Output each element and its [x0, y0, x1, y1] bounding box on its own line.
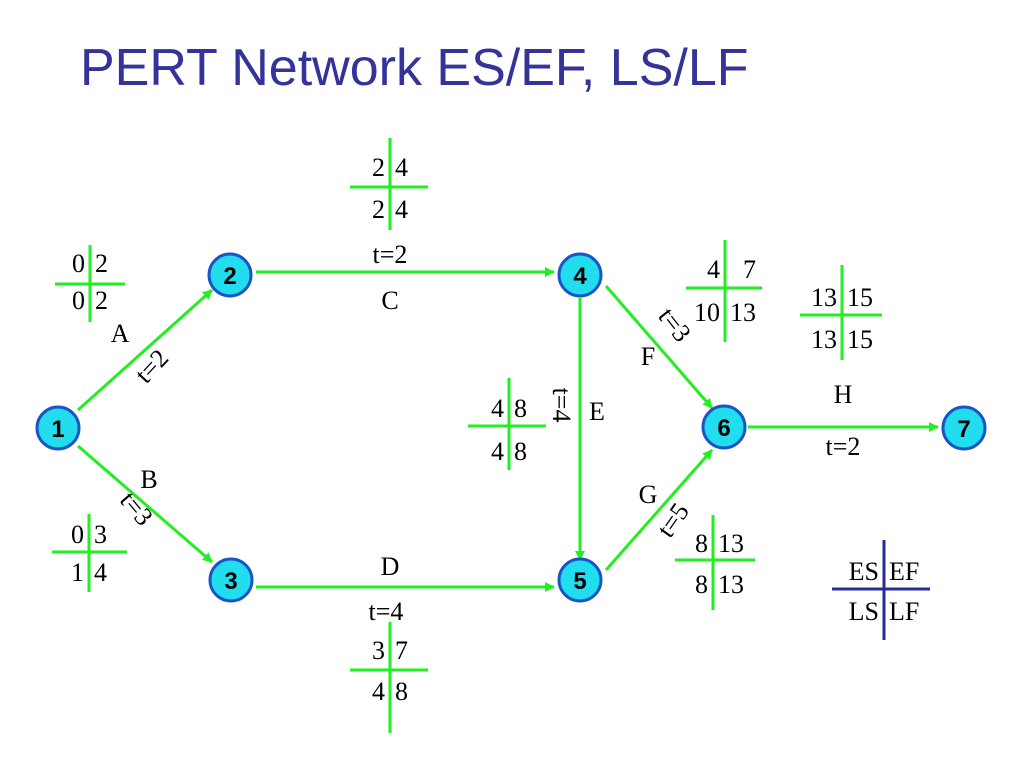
es-value: 0 [72, 249, 85, 278]
node-5: 5 [557, 557, 603, 603]
node-3: 3 [208, 557, 254, 603]
activity-g-label: G [639, 480, 658, 509]
activity-g-times: 8 13 8 13 [675, 515, 755, 610]
ef-value: 13 [718, 529, 744, 558]
node-4: 4 [557, 252, 603, 298]
activity-e-duration: t=4 [547, 388, 576, 423]
activity-b-label: B [140, 465, 157, 494]
activity-f-times: 4 7 10 13 [686, 240, 762, 342]
ef-value: 3 [94, 520, 107, 549]
es-value: 13 [811, 283, 837, 312]
activity-f-label: F [641, 342, 655, 371]
ef-value: 7 [743, 255, 756, 284]
lf-value: 8 [395, 677, 408, 706]
legend-ef: EF [889, 557, 919, 586]
node-label: 1 [51, 416, 64, 443]
ls-value: 10 [694, 298, 720, 327]
node-label: 3 [224, 568, 237, 595]
node-2: 2 [207, 252, 253, 298]
node-label: 6 [717, 415, 730, 442]
ef-value: 2 [95, 249, 108, 278]
activity-b-times: 0 3 1 4 [52, 514, 127, 592]
es-value: 4 [491, 394, 504, 423]
ls-value: 1 [71, 558, 84, 587]
edge-a [76, 288, 214, 412]
page-title: PERT Network ES/EF, LS/LF [80, 39, 749, 97]
lf-value: 2 [95, 286, 108, 315]
node-label: 7 [957, 416, 970, 443]
ls-value: 0 [72, 286, 85, 315]
ls-value: 4 [372, 677, 385, 706]
es-value: 2 [372, 153, 385, 182]
es-value: 4 [707, 255, 720, 284]
lf-value: 8 [514, 437, 527, 466]
node-label: 5 [573, 568, 586, 595]
node-6: 6 [701, 404, 747, 450]
lf-value: 13 [730, 298, 756, 327]
activity-f-duration: t=3 [653, 302, 697, 347]
edge-g [604, 449, 714, 571]
activity-d-duration: t=4 [369, 597, 404, 626]
es-value: 0 [71, 520, 84, 549]
activity-e-label: E [589, 397, 605, 426]
lf-value: 4 [94, 558, 107, 587]
activity-d-times: 3 7 4 8 [350, 622, 428, 733]
ls-value: 4 [491, 437, 504, 466]
activity-h-label: H [834, 380, 853, 409]
activity-h-times: 13 15 13 15 [800, 265, 882, 360]
ef-value: 7 [395, 636, 408, 665]
ls-value: 13 [811, 325, 837, 354]
edge-f [604, 285, 714, 409]
activity-a-times: 0 2 0 2 [55, 245, 125, 322]
activity-c-times: 2 4 2 4 [350, 138, 428, 230]
node-label: 4 [573, 263, 587, 290]
es-value: 3 [372, 636, 385, 665]
ef-value: 8 [514, 394, 527, 423]
activity-d-label: D [381, 552, 400, 581]
ls-value: 2 [372, 195, 385, 224]
lf-value: 13 [718, 570, 744, 599]
edge-b [77, 444, 213, 564]
activity-e-times: 4 8 4 8 [468, 378, 546, 470]
ef-value: 4 [395, 153, 408, 182]
node-7: 7 [941, 405, 987, 451]
activity-a-duration: t=2 [129, 344, 174, 389]
legend-es: ES [849, 557, 879, 586]
es-value: 8 [695, 529, 708, 558]
legend-ls: LS [849, 597, 879, 626]
node-1: 1 [35, 405, 81, 451]
lf-value: 15 [847, 325, 873, 354]
activity-h-duration: t=2 [826, 432, 861, 461]
activity-a-label: A [111, 319, 130, 348]
legend-lf: LF [889, 597, 919, 626]
activity-c-duration: t=2 [373, 240, 408, 269]
activity-c-label: C [381, 286, 398, 315]
node-label: 2 [223, 263, 236, 290]
ef-value: 15 [847, 283, 873, 312]
ls-value: 8 [695, 570, 708, 599]
activity-g-duration: t=5 [651, 498, 695, 543]
lf-value: 4 [395, 195, 408, 224]
legend: ES EF LS LF [832, 540, 930, 640]
